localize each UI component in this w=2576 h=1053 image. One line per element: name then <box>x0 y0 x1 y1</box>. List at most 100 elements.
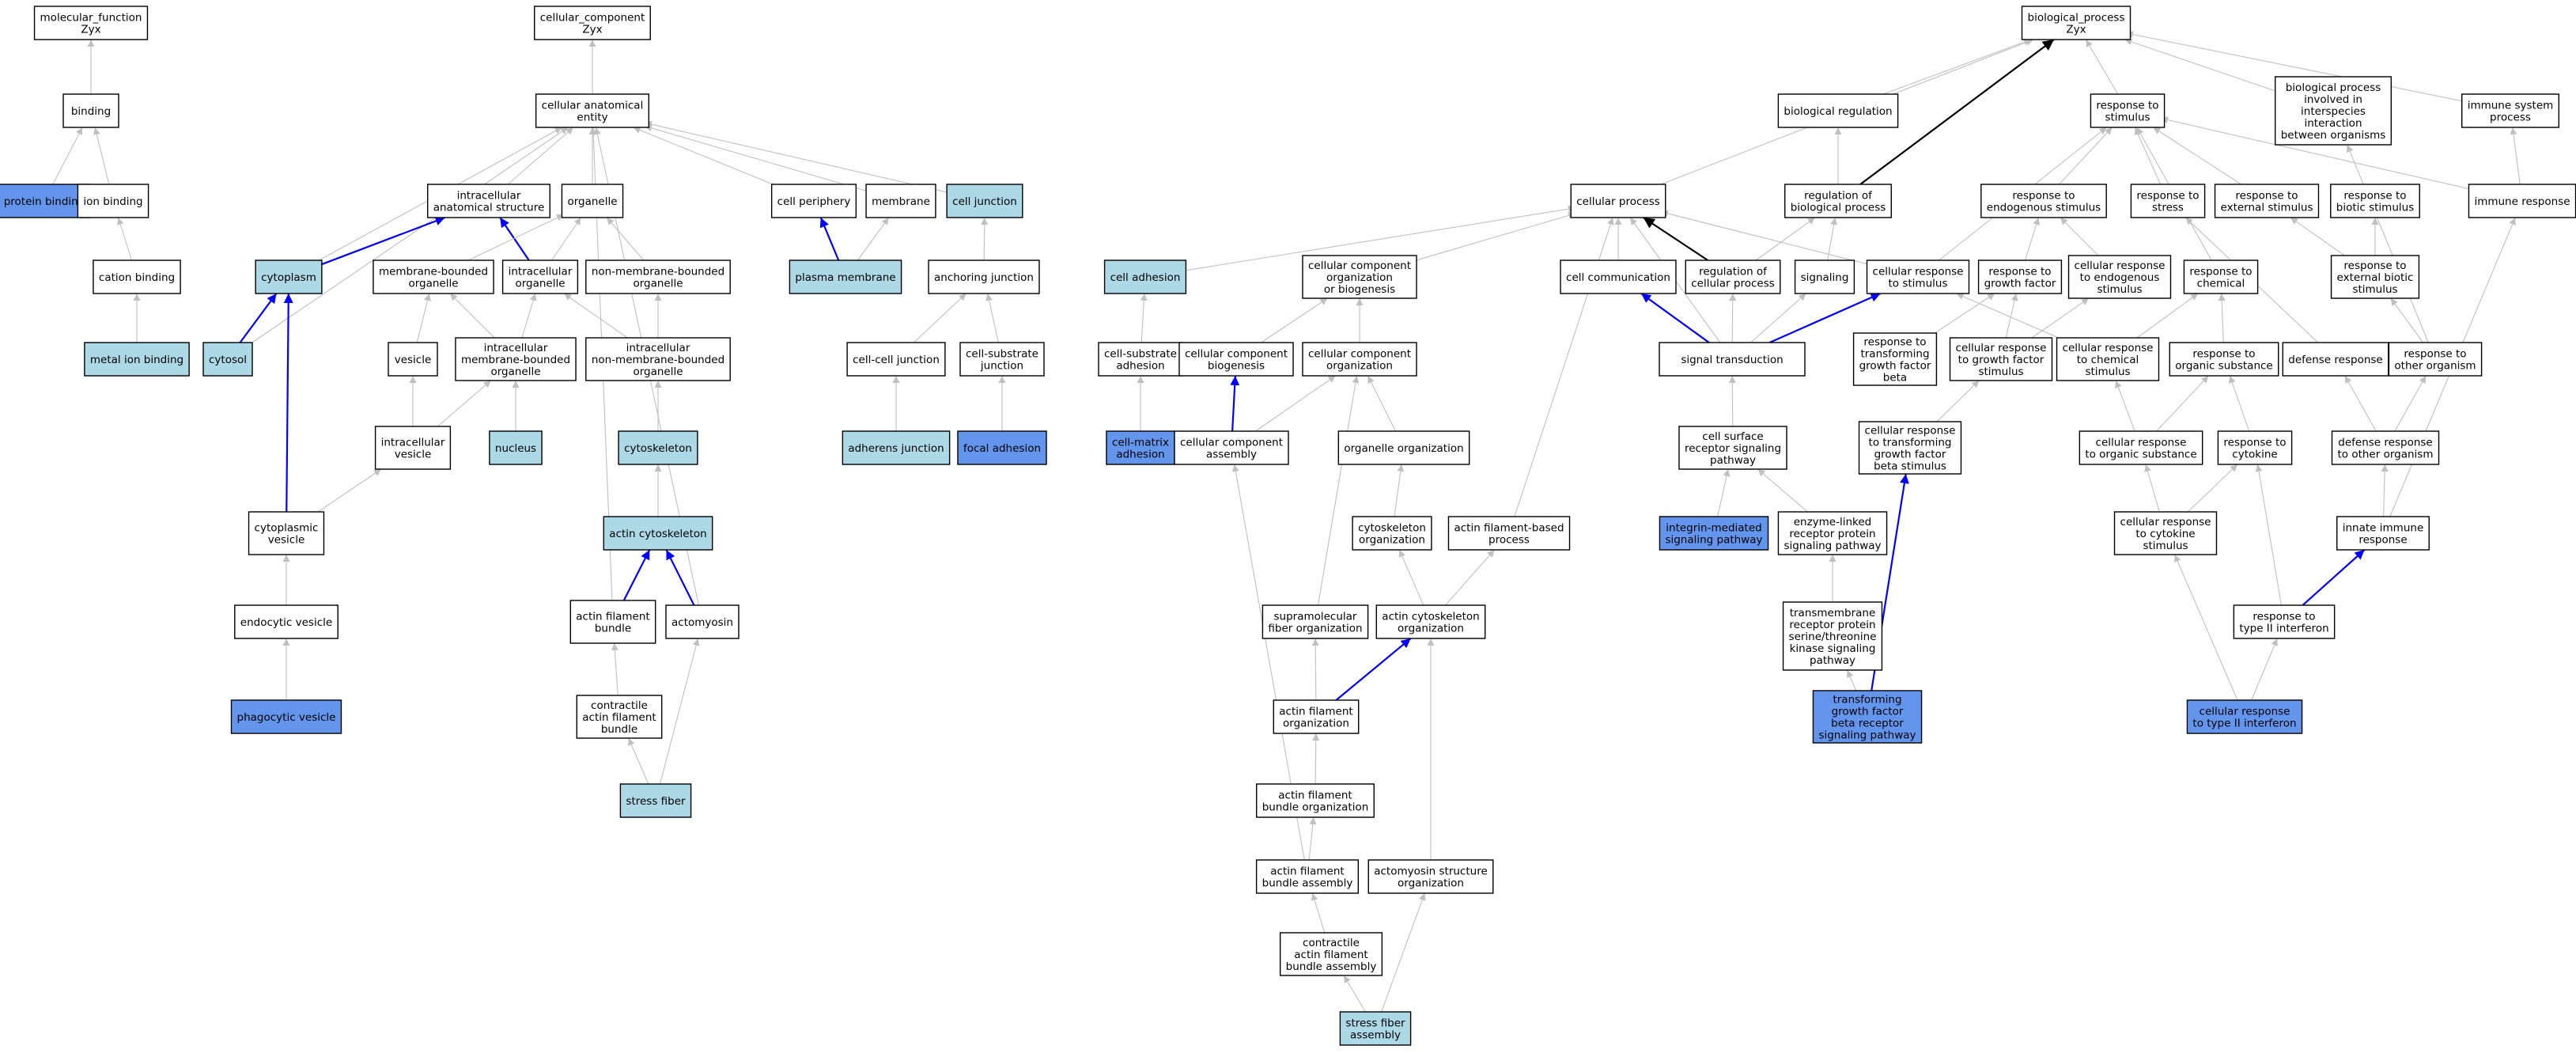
node-cell-periphery[interactable]: cell periphery <box>770 184 857 218</box>
node-protein-binding[interactable]: protein binding <box>0 184 92 218</box>
node-cell-adh[interactable]: cell adhesion <box>1103 259 1187 294</box>
node-org-org[interactable]: organelle organization <box>1337 430 1470 465</box>
node-cytoplasm[interactable]: cytoplasm <box>255 259 323 294</box>
node-imm-resp[interactable]: immune response <box>2468 184 2576 218</box>
node-cell-proc[interactable]: cellular process <box>1570 184 1666 218</box>
node-ion-binding[interactable]: ion binding <box>77 184 149 218</box>
node-label-line: vesicle <box>395 449 432 461</box>
node-label-line: organization <box>1326 271 1393 284</box>
node-cell-junction[interactable]: cell junction <box>946 184 1023 218</box>
node-anchoring-junction[interactable]: anchoring junction <box>928 259 1040 294</box>
node-metal-ion-binding[interactable]: metal ion binding <box>84 342 190 377</box>
node-endo-vesicle[interactable]: endocytic vesicle <box>234 604 339 639</box>
node-binding[interactable]: binding <box>62 93 119 128</box>
node-label-line: stimulus <box>2352 283 2397 296</box>
node-signaling[interactable]: signaling <box>1794 259 1855 294</box>
node-cation-binding[interactable]: cation binding <box>93 259 181 294</box>
node-vesicle[interactable]: vesicle <box>388 342 438 377</box>
node-box <box>1447 516 1571 551</box>
node-adherens[interactable]: adherens junction <box>842 430 951 465</box>
node-ccj[interactable]: cell-cell junction <box>846 342 946 377</box>
node-phago[interactable]: phagocytic vesicle <box>230 699 342 734</box>
node-inmbo[interactable]: intracellularnon-membrane-boundedorganel… <box>585 337 731 381</box>
node-def-resp[interactable]: defense response <box>2282 342 2389 377</box>
node-bio-reg[interactable]: biological regulation <box>1777 93 1899 128</box>
node-cytoskeleton[interactable]: cytoskeleton <box>618 430 698 465</box>
node-actomyosin[interactable]: actomyosin <box>665 604 740 639</box>
node-cell-comm[interactable]: cell communication <box>1560 259 1677 294</box>
node-stress-fiber[interactable]: stress fiber <box>619 783 692 818</box>
node-sig-trans[interactable]: signal transduction <box>1659 342 1806 377</box>
node-nucleus[interactable]: nucleus <box>489 430 543 465</box>
node-actin-cytoskel[interactable]: actin cytoskeleton <box>603 516 713 551</box>
node-plasma-membrane[interactable]: plasma membrane <box>789 259 902 294</box>
node-membrane[interactable]: membrane <box>865 184 936 218</box>
node-cytosol[interactable]: cytosol <box>202 342 253 377</box>
node-focal[interactable]: focal adhesion <box>957 430 1047 465</box>
node-organelle[interactable]: organelle <box>561 184 624 218</box>
